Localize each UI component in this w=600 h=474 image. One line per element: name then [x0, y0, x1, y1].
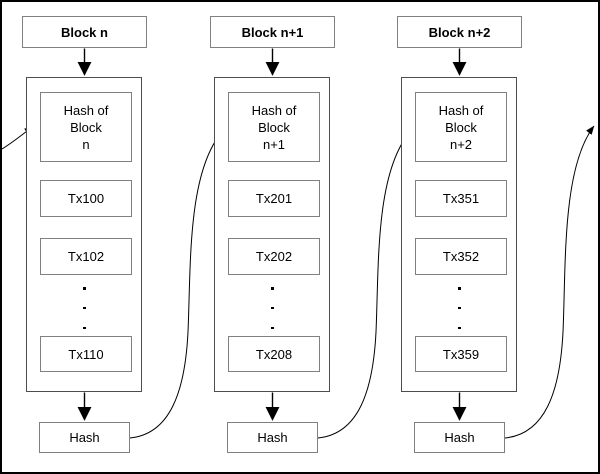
block-n1-column: Block n+1 Hash of Block n+1 Tx201 Tx202 …: [190, 2, 355, 472]
hash-output-box: Hash: [227, 422, 318, 453]
tx-box: Tx102: [40, 238, 132, 275]
ellipsis-dot: [458, 287, 461, 290]
prev-hash-box: Hash of Block n+1: [228, 92, 320, 162]
block-title: Block n+2: [428, 24, 491, 40]
block-title-box: Block n+1: [210, 16, 335, 48]
tx-box: Tx352: [415, 238, 507, 275]
hash-output-box: Hash: [39, 422, 130, 453]
tx-box: Tx201: [228, 180, 320, 217]
ellipsis-dot: [83, 306, 86, 310]
ellipsis: [458, 287, 461, 329]
block-title: Block n+1: [241, 24, 304, 40]
tx-box: Tx202: [228, 238, 320, 275]
ellipsis-dot: [458, 306, 461, 310]
ellipsis-dot: [458, 326, 461, 329]
ellipsis: [271, 287, 274, 329]
prev-hash-line: Hash of: [63, 102, 109, 118]
tx-box: Tx100: [40, 180, 132, 217]
prev-hash-line: n+1: [262, 136, 286, 152]
ellipsis-dot: [271, 287, 274, 290]
prev-hash-box: Hash of Block n: [40, 92, 132, 162]
tx-box: Tx351: [415, 180, 507, 217]
ellipsis-dot: [83, 287, 86, 290]
tx-box: Tx208: [228, 336, 320, 372]
tx-box: Tx359: [415, 336, 507, 372]
tx-box: Tx110: [40, 336, 132, 372]
prev-hash-line: n: [82, 136, 90, 152]
block-title: Block n: [61, 24, 108, 40]
prev-hash-line: Hash of: [251, 102, 297, 118]
prev-hash-line: Block: [258, 119, 290, 135]
ellipsis-dot: [271, 326, 274, 329]
prev-hash-line: Hash of: [438, 102, 484, 118]
hash-output-box: Hash: [414, 422, 505, 453]
ellipsis: [83, 287, 86, 329]
block-title-box: Block n+2: [397, 16, 522, 48]
block-n2-column: Block n+2 Hash of Block n+2 Tx351 Tx352 …: [377, 2, 542, 472]
block-n-column: Block n Hash of Block n Tx100 Tx102 Tx11…: [2, 2, 167, 472]
prev-hash-line: n+2: [449, 136, 473, 152]
ellipsis-dot: [271, 306, 274, 310]
ellipsis-dot: [83, 326, 86, 329]
block-title-box: Block n: [22, 16, 147, 48]
prev-hash-box: Hash of Block n+2: [415, 92, 507, 162]
prev-hash-line: Block: [70, 119, 102, 135]
prev-hash-line: Block: [445, 119, 477, 135]
